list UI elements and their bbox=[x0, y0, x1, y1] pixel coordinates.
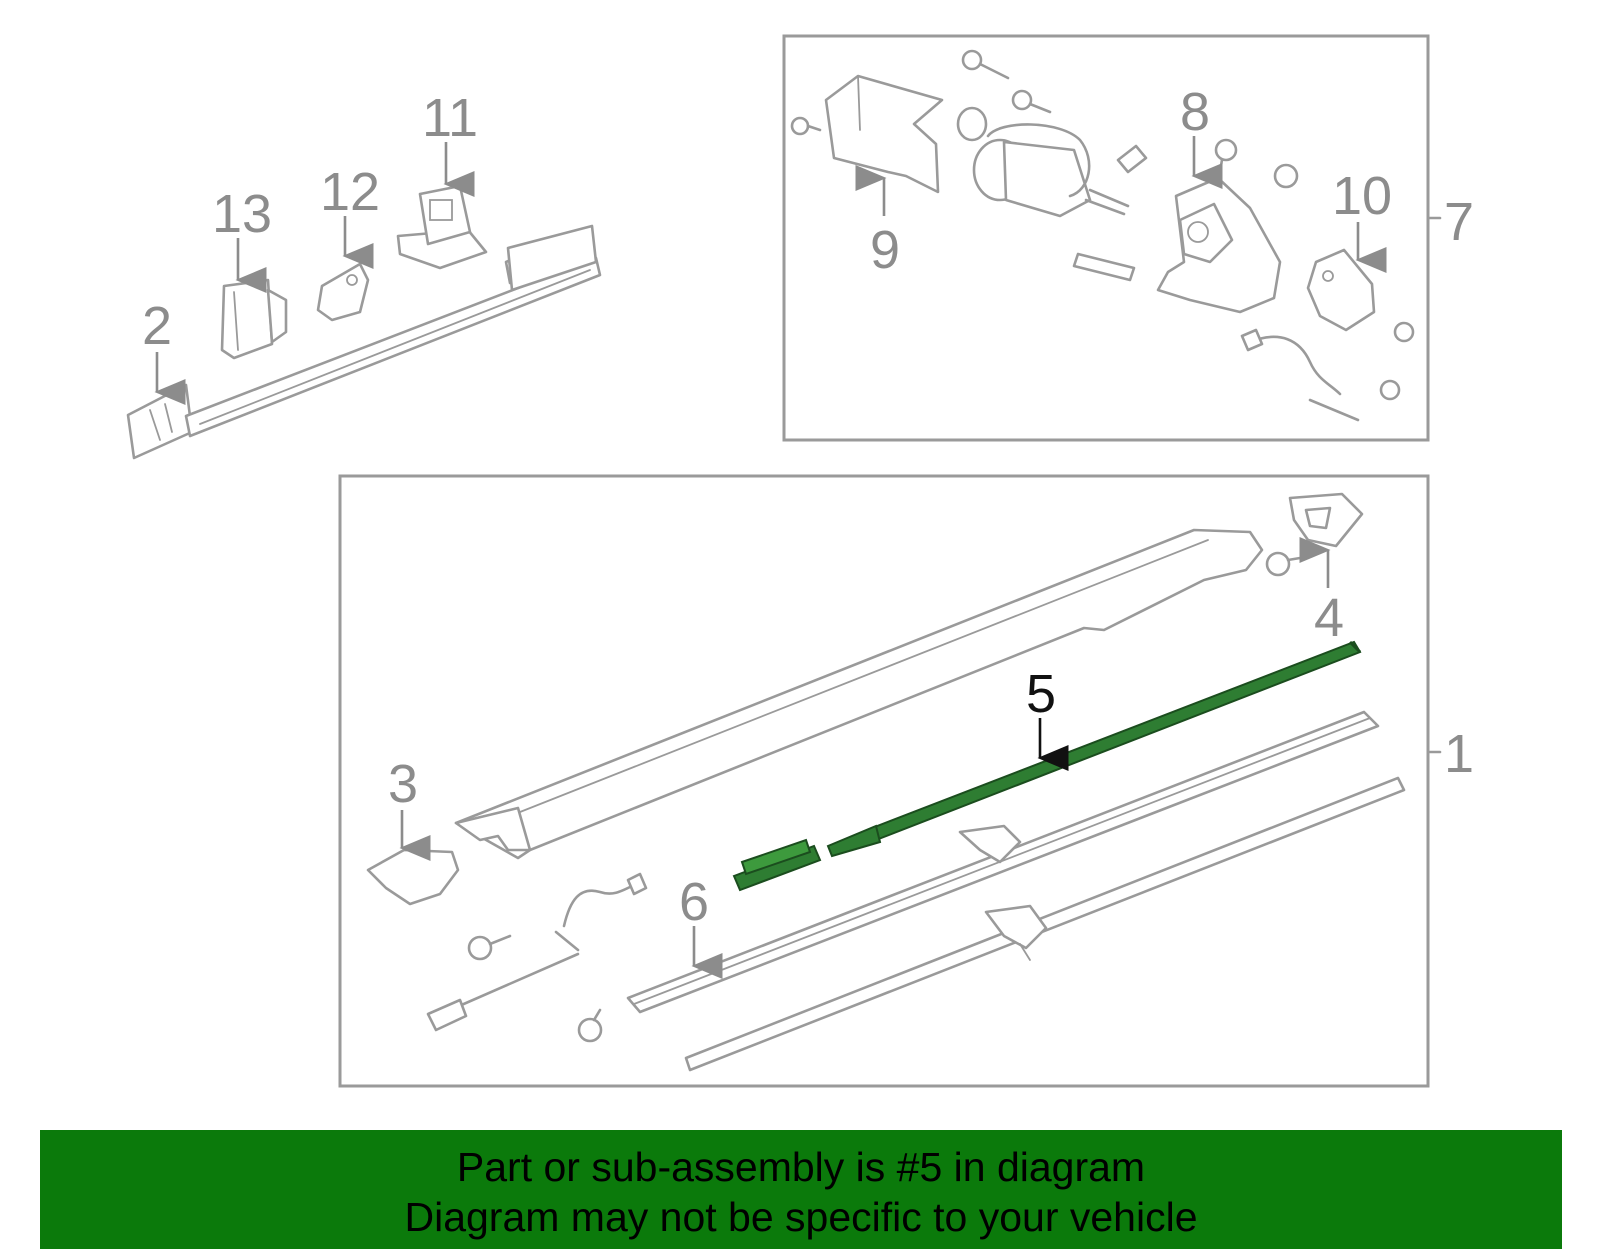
part-3-bracket bbox=[366, 848, 460, 906]
part-6-sill-rails bbox=[626, 710, 1406, 1072]
part-9-bracket bbox=[790, 74, 944, 194]
banner-line-2: Diagram may not be specific to your vehi… bbox=[404, 1194, 1198, 1240]
part-13-module bbox=[220, 278, 288, 360]
callout-12: 12 bbox=[320, 162, 380, 269]
info-banner: Part or sub-assembly is #5 in diagram Di… bbox=[40, 1130, 1562, 1249]
svg-text:2: 2 bbox=[142, 296, 172, 356]
callout-11: 11 bbox=[422, 88, 478, 197]
svg-text:13: 13 bbox=[212, 184, 272, 244]
svg-text:4: 4 bbox=[1314, 588, 1344, 648]
svg-text:1: 1 bbox=[1444, 724, 1474, 784]
part-4-bracket bbox=[1265, 492, 1364, 577]
callout-3: 3 bbox=[388, 754, 431, 861]
banner-line-1: Part or sub-assembly is #5 in diagram bbox=[456, 1144, 1146, 1190]
callout-10: 10 bbox=[1332, 166, 1392, 273]
part-10-plate bbox=[1306, 248, 1415, 401]
svg-text:10: 10 bbox=[1332, 166, 1392, 226]
svg-text:12: 12 bbox=[320, 162, 380, 222]
callout-13: 13 bbox=[212, 184, 272, 293]
part-11-latch bbox=[396, 184, 488, 270]
small-clip bbox=[1116, 144, 1148, 174]
part-2-rail bbox=[126, 224, 602, 460]
rocker-panel bbox=[454, 528, 1264, 860]
parts-diagram: 1 2 3 4 5 6 7 8 9 10 11 12 13 bbox=[126, 34, 1474, 1088]
callout-9: 9 bbox=[855, 165, 900, 280]
assembly-box-1 bbox=[338, 474, 1442, 1088]
callout-1: 1 bbox=[1444, 724, 1474, 784]
svg-text:6: 6 bbox=[679, 872, 709, 932]
callout-4: 4 bbox=[1299, 537, 1344, 648]
part-12-bracket bbox=[316, 262, 370, 322]
svg-text:5: 5 bbox=[1026, 664, 1056, 724]
callout-7: 7 bbox=[1444, 192, 1474, 252]
callout-6: 6 bbox=[679, 872, 723, 979]
part-5-highlighted-cable bbox=[732, 640, 1362, 892]
bolts-top bbox=[961, 49, 1052, 114]
motor-assembly bbox=[956, 106, 1130, 218]
assembly-box-7 bbox=[782, 34, 1442, 442]
svg-text:11: 11 bbox=[422, 88, 478, 148]
svg-text:9: 9 bbox=[870, 220, 900, 280]
svg-text:8: 8 bbox=[1180, 82, 1210, 142]
svg-text:3: 3 bbox=[388, 754, 418, 814]
callout-5: 5 bbox=[1026, 664, 1069, 771]
bar-piece bbox=[1072, 252, 1136, 282]
wire-harness-lower bbox=[426, 872, 648, 1043]
callout-2: 2 bbox=[142, 296, 186, 405]
callout-8: 8 bbox=[1180, 82, 1223, 189]
wire-harness-upper bbox=[1240, 328, 1360, 422]
svg-text:7: 7 bbox=[1444, 192, 1474, 252]
part-8-housing bbox=[1156, 138, 1299, 314]
